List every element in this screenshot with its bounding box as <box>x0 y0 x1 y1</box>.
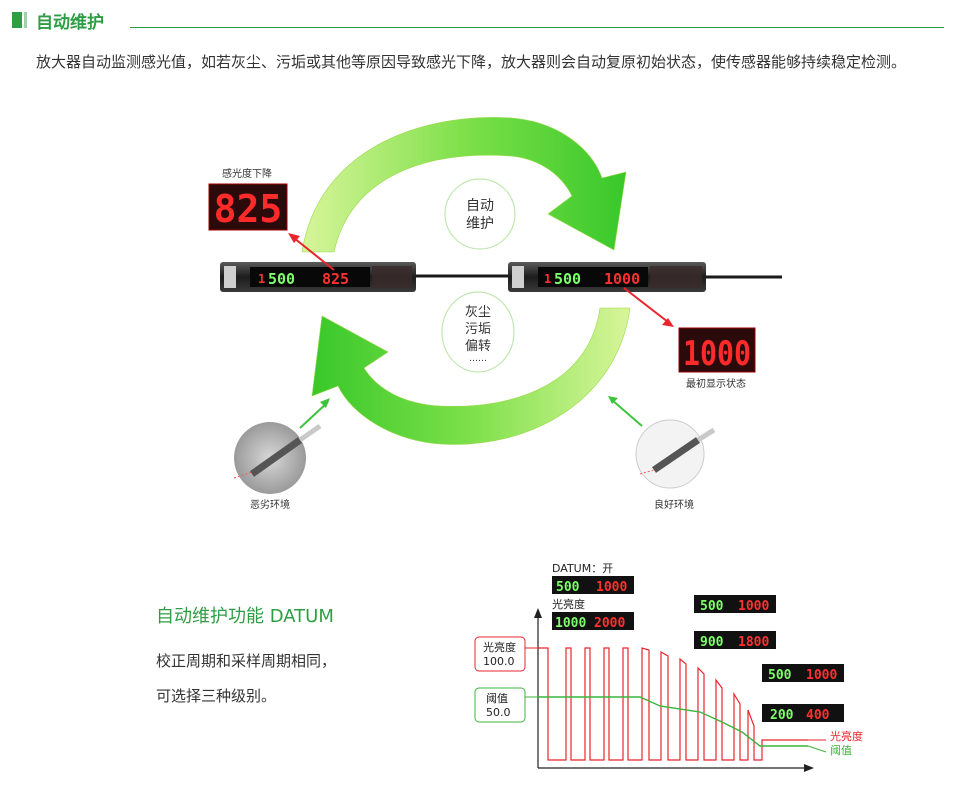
right-amplifier: 1 500 1000 <box>508 262 782 292</box>
brightness-callout: 光亮度 100.0 <box>475 637 538 671</box>
svg-text:光亮度: 光亮度 <box>483 640 516 654</box>
datum-display-4: 900 1800 <box>694 631 776 650</box>
datum-display-6: 200 400 <box>762 704 844 723</box>
dust-line-3: 偏转 <box>465 339 491 354</box>
legend-brightness: 光亮度 <box>830 729 863 743</box>
badge-line-2: 维护 <box>466 216 494 232</box>
brightness-label: 光亮度 <box>552 597 585 611</box>
svg-text:100.0: 100.0 <box>483 655 515 668</box>
svg-text:500: 500 <box>556 580 580 595</box>
good-environment-illustration: 良好环境 <box>608 396 714 511</box>
left-amplifier: 1 500 825 <box>220 262 510 292</box>
svg-text:400: 400 <box>806 708 830 723</box>
datum-display-1: 500 1000 <box>552 576 634 595</box>
svg-text:1000: 1000 <box>555 616 586 631</box>
left-amp-red: 825 <box>322 270 349 288</box>
auto-maintenance-badge: 自动 维护 <box>445 179 515 249</box>
bad-environment-illustration: 恶劣环境 <box>234 398 330 511</box>
good-env-caption: 良好环境 <box>654 498 694 511</box>
threshold-callout: 阈值 50.0 <box>475 688 538 722</box>
datum-display-2: 1000 2000 <box>552 612 634 631</box>
svg-text:1000: 1000 <box>738 599 769 614</box>
badge-line-1: 自动 <box>466 198 494 214</box>
right-amp-red: 1000 <box>604 270 640 288</box>
datum-section-title: 自动维护功能 DATUM <box>156 602 334 628</box>
svg-text:200: 200 <box>770 708 794 723</box>
svg-text:1000: 1000 <box>596 580 627 595</box>
dust-line-4: …… <box>469 354 487 364</box>
datum-desc-line-2: 可选择三种级别。 <box>156 685 276 706</box>
right-big-value: 1000 <box>683 334 751 374</box>
svg-text:500: 500 <box>768 668 792 683</box>
left-amp-channel: 1 <box>258 272 265 286</box>
right-red-pointer <box>624 288 674 327</box>
bad-env-caption: 恶劣环境 <box>250 498 290 511</box>
svg-text:阈值: 阈值 <box>486 691 508 705</box>
left-amp-green: 500 <box>268 270 295 288</box>
datum-display-3: 500 1000 <box>694 595 776 614</box>
right-big-display: 1000 最初显示状态 <box>679 328 755 390</box>
svg-text:500: 500 <box>700 599 724 614</box>
legend-threshold: 阈值 <box>830 743 852 757</box>
svg-text:1000: 1000 <box>806 668 837 683</box>
left-big-value: 825 <box>214 187 283 231</box>
dust-line-1: 灰尘 <box>465 305 491 320</box>
right-amp-channel: 1 <box>544 272 551 286</box>
right-caption: 最初显示状态 <box>686 377 746 390</box>
dust-badge: 灰尘 污垢 偏转 …… <box>442 292 514 372</box>
svg-text:1800: 1800 <box>738 635 769 650</box>
svg-text:50.0: 50.0 <box>486 706 511 719</box>
datum-display-5: 500 1000 <box>762 664 844 683</box>
svg-text:2000: 2000 <box>594 616 625 631</box>
left-caption: 感光度下降 <box>222 167 272 180</box>
svg-text:900: 900 <box>700 635 724 650</box>
datum-chart: DATUM：开 500 1000 光亮度 1000 2000 500 1000 … <box>475 562 863 772</box>
dust-line-2: 污垢 <box>465 322 491 337</box>
right-amp-green: 500 <box>554 270 581 288</box>
left-big-display: 感光度下降 825 <box>209 167 287 231</box>
datum-on-label: DATUM：开 <box>552 562 613 575</box>
datum-desc-line-1: 校正周期和采样周期相同， <box>156 650 336 671</box>
